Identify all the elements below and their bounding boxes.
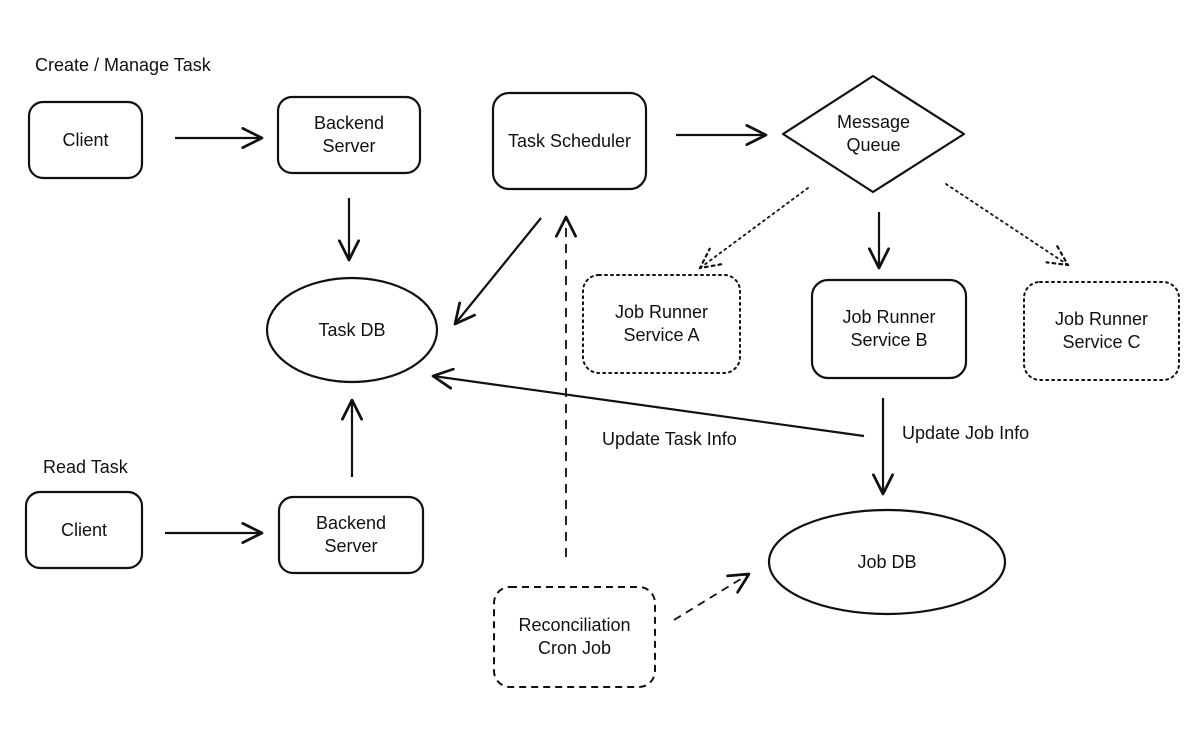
edge-label-update-task-info: Update Task Info — [602, 429, 737, 449]
client-top-label: Client — [62, 129, 109, 150]
edge-label-update-job-info: Update Job Info — [902, 423, 1030, 443]
task-scheduler-label: Task Scheduler — [507, 130, 632, 151]
section-label-create-manage: Create / Manage Task — [35, 55, 211, 75]
edge-queue-to-runner-c — [945, 183, 1068, 265]
client-top-box — [27, 100, 144, 180]
task-scheduler-box — [491, 91, 648, 191]
job-db-ellipse — [767, 508, 1007, 616]
runner-a-label: Job Runner Service A — [614, 302, 709, 345]
runner-b-label: Job Runner Service B — [842, 307, 936, 350]
runner-a-box — [582, 274, 741, 374]
client-bottom-label: Client — [60, 519, 108, 540]
client-bottom-box — [24, 490, 144, 570]
runner-c-box — [1023, 281, 1180, 381]
section-label-read: Read Task — [43, 457, 128, 477]
runner-b-box — [810, 278, 968, 380]
backend-top-box — [276, 95, 422, 175]
backend-top-label: Backend Server — [313, 113, 385, 156]
edge-scheduler-to-taskdb — [453, 217, 542, 326]
message-queue-label: Message Queue — [836, 112, 911, 155]
backend-bottom-box — [277, 495, 425, 575]
task-db-ellipse — [265, 276, 439, 384]
recon-label: Reconciliation Cron Job — [518, 615, 631, 658]
backend-bottom-label: Backend Server — [315, 513, 387, 556]
edge-runner-b-to-taskdb — [431, 367, 865, 438]
recon-box — [493, 586, 656, 688]
task-db-label: Task DB — [318, 319, 386, 340]
job-db-label: Job DB — [857, 551, 917, 572]
message-queue-diamond — [781, 74, 966, 194]
runner-c-label: Job Runner Service C — [1054, 309, 1149, 352]
edge-queue-to-runner-a — [700, 187, 809, 268]
edge-recon-to-jobdb — [673, 572, 751, 621]
